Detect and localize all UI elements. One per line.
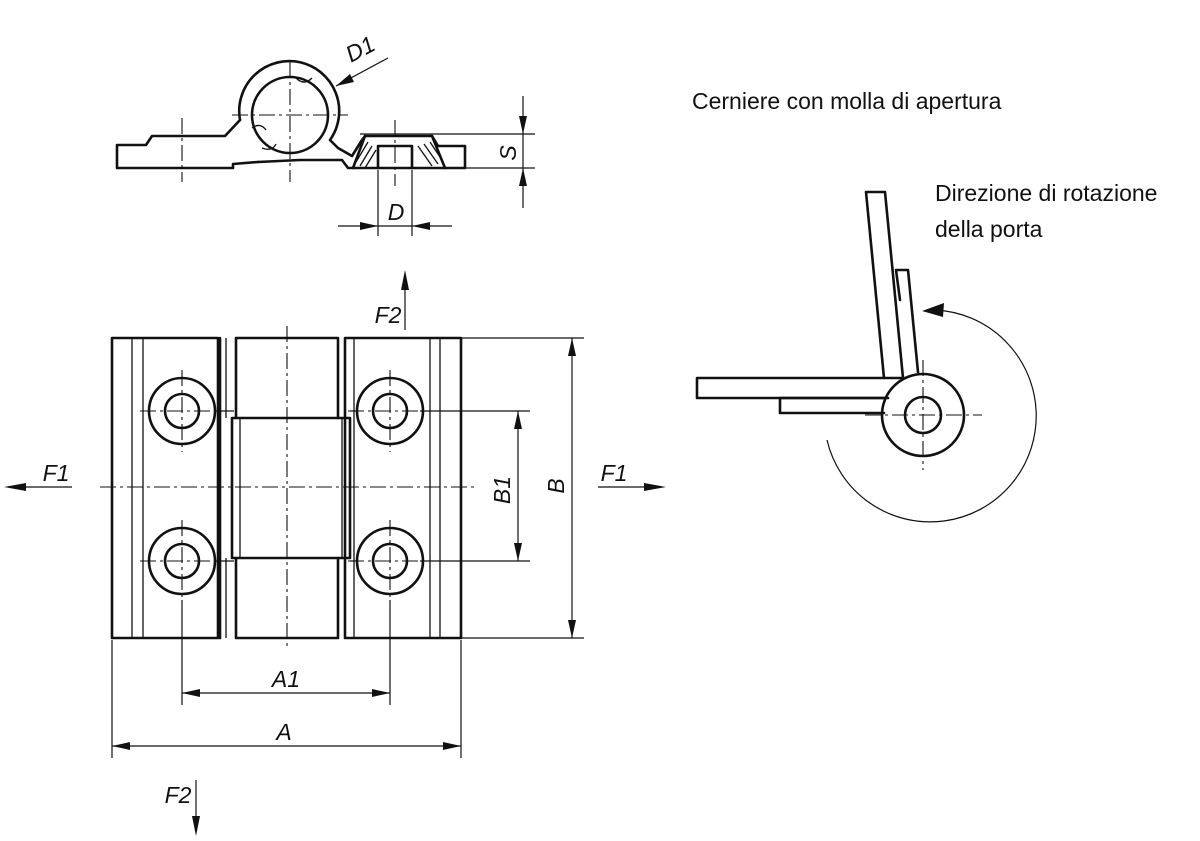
rotation-arrowhead — [922, 303, 944, 317]
rotation-centerlines — [865, 360, 982, 470]
dimension-b: B — [462, 337, 584, 639]
label-f1-left: F1 — [43, 460, 70, 486]
knuckle-left-outline — [218, 336, 340, 640]
fixed-leaf-lower — [778, 396, 890, 415]
left-leaf-profile — [115, 118, 260, 170]
section-centerlines — [181, 62, 396, 186]
front-centerlines — [100, 326, 478, 650]
label-a1: A1 — [270, 666, 300, 692]
section-view — [115, 59, 467, 186]
label-d1: D1 — [341, 31, 379, 68]
right-leaf — [343, 336, 463, 640]
force-f1-left: F1 — [4, 460, 72, 491]
label-d: D — [388, 199, 405, 225]
door-leaf — [864, 190, 905, 380]
dimension-d: D — [338, 170, 452, 236]
spring-detail — [251, 77, 313, 150]
fixed-leaf — [695, 376, 904, 400]
force-f2-bottom: F2 — [165, 780, 200, 836]
left-leaf — [110, 336, 220, 640]
hatch-left — [355, 141, 377, 169]
mounting-holes — [147, 376, 425, 596]
dimension-a1: A1 — [181, 600, 391, 705]
knuckle-center — [230, 416, 352, 560]
countersink-left — [351, 134, 367, 170]
dimension-a: A — [111, 640, 462, 758]
dimension-b1: B1 — [420, 410, 530, 562]
title-caption: Cerniere con molla di apertura — [692, 88, 1002, 114]
label-b1: B1 — [489, 476, 515, 504]
dimension-d1: D1 — [335, 31, 389, 87]
front-view — [100, 326, 478, 650]
label-f2-bottom: F2 — [165, 782, 192, 808]
force-f2-top: F2 — [375, 270, 409, 330]
label-f2-top: F2 — [375, 302, 402, 328]
rotation-caption-line1: Direzione di rotazione — [935, 180, 1157, 206]
counterbore — [376, 144, 414, 170]
label-s: S — [495, 145, 521, 161]
countersink-right — [430, 134, 447, 170]
label-a: A — [274, 719, 291, 745]
rotation-view — [695, 190, 1037, 523]
label-b: B — [543, 478, 569, 493]
label-f1-right: F1 — [601, 460, 628, 486]
door-leaf-inner — [894, 268, 920, 374]
rotation-caption-line2: della porta — [935, 216, 1043, 242]
force-f1-right: F1 — [598, 460, 666, 491]
hatch-right — [417, 141, 443, 167]
dimension-s: S — [360, 96, 535, 208]
rotation-arc — [826, 309, 1037, 523]
